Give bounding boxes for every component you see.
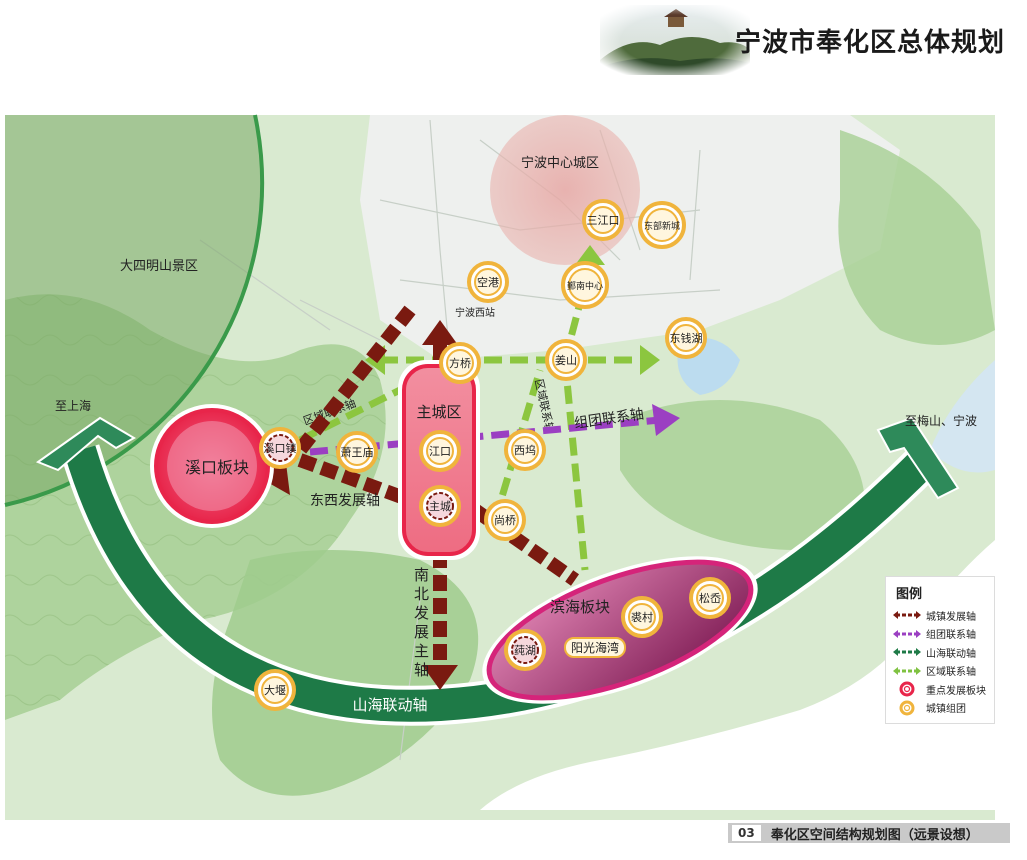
node-label: 东钱湖 [670,331,703,345]
cluster-axis-arrowhead [652,404,680,436]
east-west-axis-label: 东西发展轴 [310,493,380,509]
legend-item: 城镇组团 [886,699,994,718]
binhai-block-label: 滨海板块 [550,598,610,616]
footer-title: 奉化区空间结构规划图（远景设想） [770,827,979,843]
node-label: 方桥 [449,356,471,370]
node-fangqiao: 方桥 [439,342,481,384]
legend-item: 山海联动轴 [886,643,994,662]
legend-label: 城镇组团 [926,704,966,716]
node-dayan: 大堰 [254,669,296,711]
hills-northeast [838,130,995,345]
node-jiangkou: 江口 [419,430,461,472]
ring-icon [892,700,922,716]
node-shangqiao: 尚桥 [484,499,526,541]
ningbo-west-station-label: 宁波西站 [455,306,495,319]
footer-bar: 03 奉化区空间结构规划图（远景设想） [728,823,1010,843]
node-dongbu: 东部新城 [638,201,686,249]
to-meishan-arrow [876,416,960,500]
dashed-arrow-icon [892,666,922,676]
node-xikou-town: 溪口镇 [259,427,301,469]
legend-label: 城镇发展轴 [926,611,976,623]
ningbo-center-zone [490,115,640,265]
to-meishan-label: 至梅山、宁波 [905,413,977,428]
mountain-sea-axis [64,443,942,722]
north-south-axis-label: 南北发展主轴 [414,566,429,679]
node-label: 大堰 [264,683,286,697]
ring-icon [892,681,922,697]
legend-label: 区域联系轴 [926,667,976,679]
node-qiucun: 裘村 [621,596,663,638]
legend-label: 重点发展板块 [926,685,986,697]
hills-east [620,400,865,550]
node-chunhu: 莼湖 [504,629,546,671]
yangguang-bay-label: 阳光海湾 [571,640,619,655]
node-label: 溪口镇 [264,441,297,455]
node-label: 江口 [429,445,451,458]
node-label: 空港 [477,275,499,289]
node-sanjiangkou: 三江口 [582,199,624,241]
node-xiwu: 西坞 [504,429,546,471]
north-arrowhead [422,320,458,345]
xikou-block-label: 溪口板块 [185,458,249,477]
xikou-block-inner [167,421,257,511]
node-jiangshan: 姜山 [545,339,587,381]
node-konggang: 空港 [467,261,509,303]
node-label: 姜山 [555,353,577,367]
legend-label: 组团联系轴 [926,630,976,642]
node-label: 主城 [429,500,451,513]
ningbo-center-label: 宁波中心城区 [521,155,599,171]
node-label: 萧王庙 [341,445,374,459]
south-arrowhead [422,665,458,690]
legend-title: 图例 [896,587,923,602]
node-label: 莼湖 [514,644,536,657]
siming-scenic-area [5,115,263,505]
legend-label: 山海联动轴 [926,648,976,660]
yangguang-bay-marker [564,637,626,658]
node-label: 西坞 [514,443,536,457]
legend-item: 区域联系轴 [886,662,994,681]
east-water [930,360,995,473]
node-xiaowangmiao: 萧王庙 [336,431,378,473]
dashed-arrow-icon [892,629,922,639]
node-label: 尚桥 [494,513,516,527]
legend-item: 城镇发展轴 [886,606,994,625]
hills-south [212,550,479,796]
dashed-arrow-icon [892,647,922,657]
node-label: 裘村 [631,610,653,624]
legend-item: 组团联系轴 [886,625,994,644]
node-label: 松岙 [699,591,721,605]
header-landscape-photo [600,5,750,75]
page-number: 03 [732,825,761,841]
node-zhucheng: 主城 [419,485,461,527]
node-label: 鄞南中心 [567,280,603,292]
node-yinnan: 鄞南中心 [561,261,609,309]
node-dongqianhu: 东钱湖 [665,317,707,359]
to-shanghai-label: 至上海 [55,398,91,413]
east-west-axis [294,305,416,507]
legend-item: 重点发展板块 [886,680,994,699]
node-label: 东部新城 [644,220,680,232]
binhai-block [486,559,754,701]
sea [480,540,995,810]
page-title: 宁波市奉化区总体规划 [734,28,1005,58]
mountain-sea-axis-label: 山海联动轴 [352,696,427,714]
node-songao: 松岙 [689,577,731,619]
southeast-axis [470,504,580,586]
siming-label: 大四明山景区 [120,259,198,274]
main-city-label: 主城区 [416,403,461,421]
to-shanghai-arrow [35,416,137,472]
legend: 图例 城镇发展轴组团联系轴山海联动轴区域联系轴重点发展板块城镇组团 [885,576,995,724]
node-label: 三江口 [587,214,620,227]
dashed-arrow-icon [892,610,922,620]
